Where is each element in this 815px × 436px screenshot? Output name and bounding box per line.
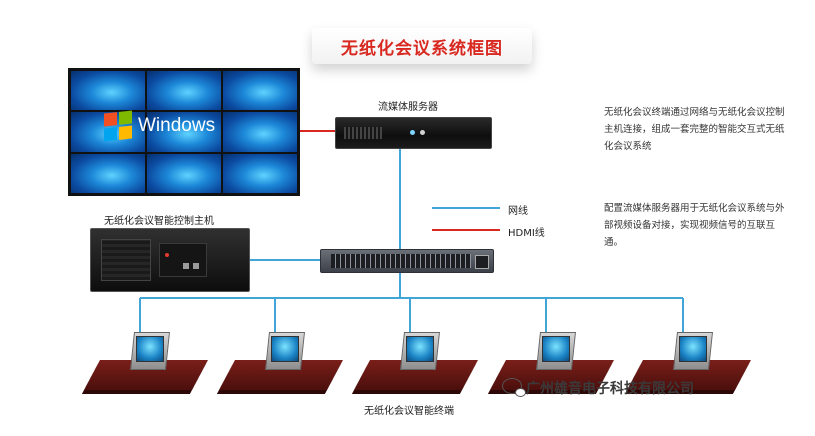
meeting-terminal-3: [354, 318, 478, 398]
server-label: 流媒体服务器: [378, 102, 438, 113]
diagram-title-box: 无纸化会议系统框图: [312, 28, 532, 64]
legend-network-label: 网线: [508, 206, 528, 217]
note-terminal-connection: 无纸化会议终端通过网络与无纸化会议控制主机连接，组成一套完整的智能交互式无纸化会…: [604, 107, 785, 152]
company-name: 广州雄音电子科技有限公司: [526, 381, 694, 397]
terminals-label: 无纸化会议智能终端: [364, 406, 454, 417]
legend-hdmi-label: HDMI线: [508, 228, 545, 239]
meeting-terminal-4: [490, 318, 614, 398]
note-streaming-server: 配置流媒体服务器用于无纸化会议系统与外部视频设备对接，实现视频信号的互联互通。: [604, 203, 785, 248]
meeting-terminal-1: [84, 318, 208, 398]
windows-logo-text: Windows: [138, 115, 216, 136]
wechat-icon: [502, 378, 526, 397]
streaming-server: [335, 117, 492, 149]
control-host-label: 无纸化会议智能控制主机: [104, 216, 214, 227]
meeting-terminal-2: [219, 318, 343, 398]
network-switch: [320, 249, 494, 273]
meeting-terminal-5: [627, 318, 751, 398]
diagram-title: 无纸化会议系统框图: [341, 38, 503, 59]
windows-flag-icon: [104, 110, 132, 142]
windows-logo: Windows: [104, 110, 216, 142]
control-host: [90, 228, 250, 292]
